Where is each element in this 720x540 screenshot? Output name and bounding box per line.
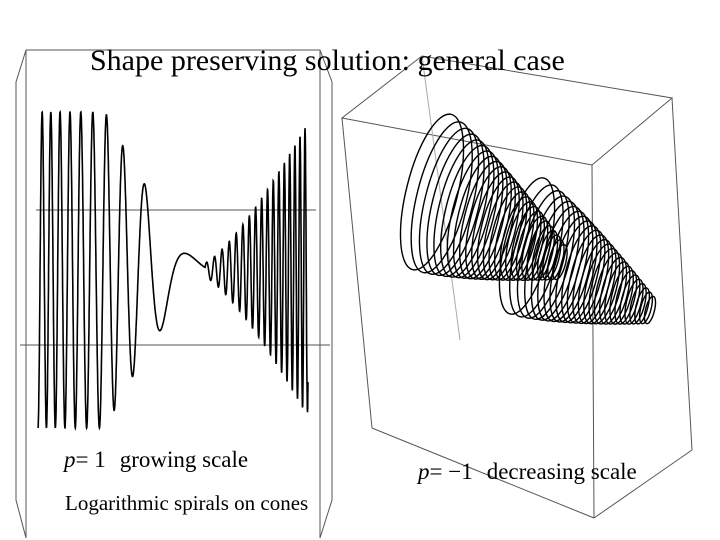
left-p-symbol: p [64,447,76,472]
slide-caption: Logarithmic spirals on cones [65,490,308,516]
left-spiral-path [38,112,308,428]
right-spiral-cones [388,108,658,327]
upper-cone-loop [487,189,537,284]
right-p-symbol: p [418,459,430,484]
right-p-value: = −1 [430,459,473,484]
left-panel-label: p= 1 growing scale [64,446,248,474]
right-box-edge-1 [342,118,372,428]
lower-cone-loop [642,295,658,324]
right-description: decreasing scale [487,459,637,484]
slide-title: Shape preserving solution: general case [90,43,565,79]
left-box-right-edge [320,50,332,538]
left-p-value: = 1 [76,447,106,472]
left-box-left-edge [16,50,26,538]
right-box-edge-3 [672,98,692,450]
left-description: growing scale [120,447,248,472]
left-spiral-curve [38,112,308,428]
lower-cone-loop [627,282,650,325]
right-panel-label: p= −1 decreasing scale [418,458,637,486]
